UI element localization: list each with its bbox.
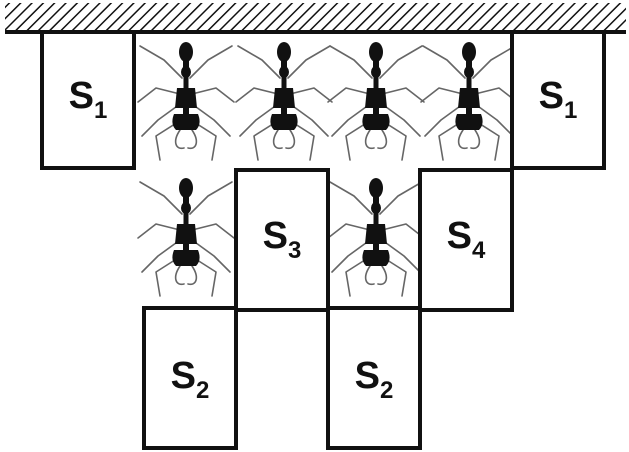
svg-text:S4: S4 <box>447 215 486 264</box>
svg-text:S1: S1 <box>69 75 108 124</box>
svg-text:S2: S2 <box>171 355 210 404</box>
ant-figure-icon <box>327 41 425 161</box>
svg-text:S1: S1 <box>539 75 578 124</box>
box-s2-left: S2 <box>142 306 238 450</box>
box-s3: S3 <box>234 168 330 312</box>
ant-figure-icon <box>327 177 425 297</box>
svg-text:S3: S3 <box>263 215 302 264</box>
ant-figure-icon <box>137 41 235 161</box>
svg-text:S2: S2 <box>355 355 394 404</box>
box-s1-left: S1 <box>40 30 136 170</box>
ceiling-hatch <box>5 3 626 30</box>
ant-figure-icon <box>235 41 333 161</box>
ant-figure-icon <box>420 41 518 161</box>
ant-figure-icon <box>137 177 235 297</box>
box-s1-right: S1 <box>510 30 606 170</box>
box-s4: S4 <box>418 168 514 312</box>
box-s2-right: S2 <box>326 306 422 450</box>
